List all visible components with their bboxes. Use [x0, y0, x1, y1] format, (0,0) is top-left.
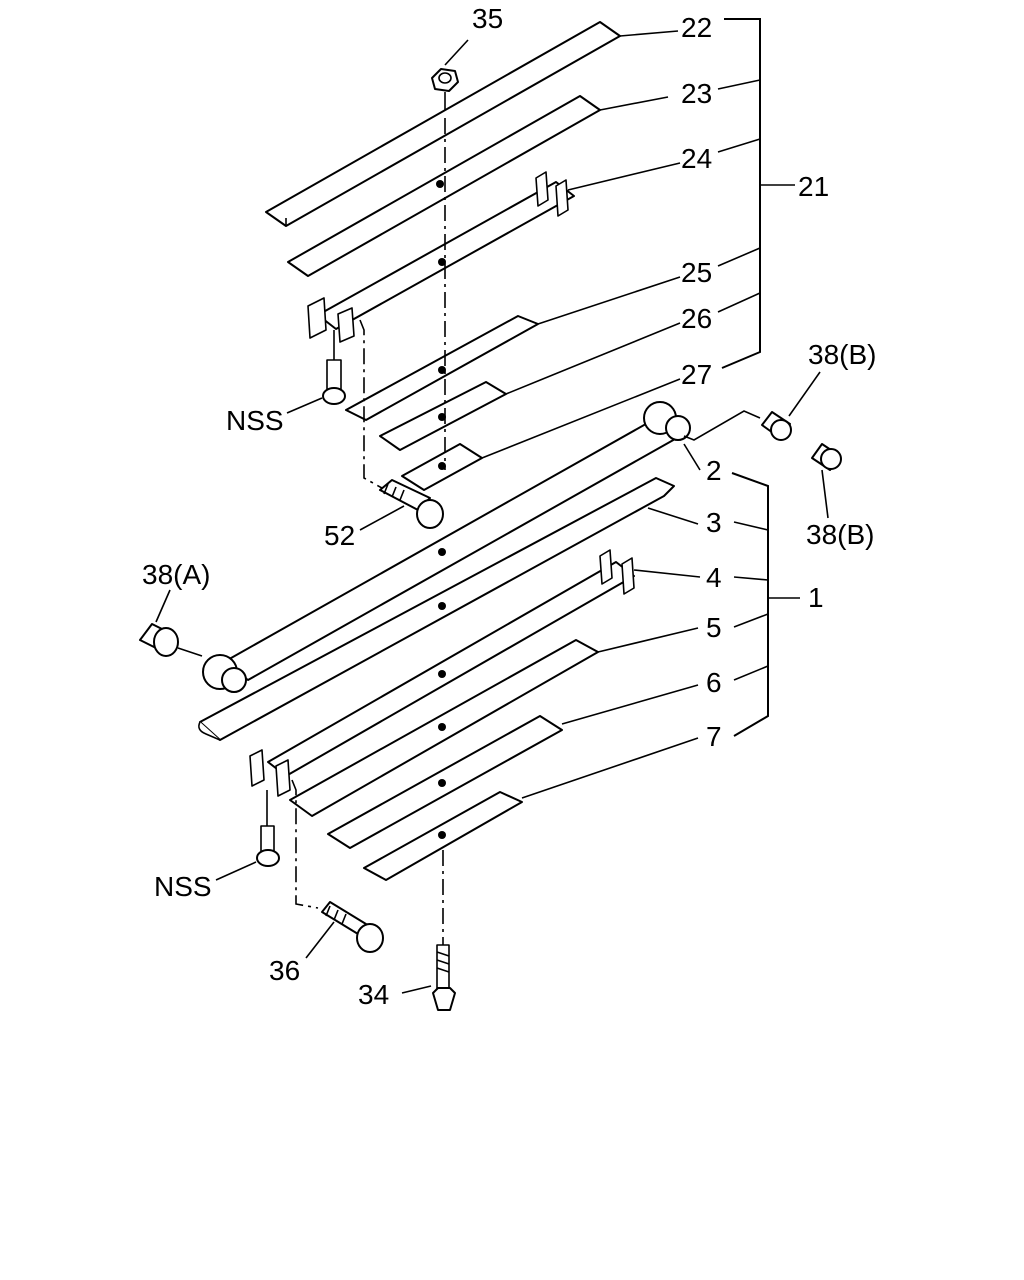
pin-nss-lower [215, 790, 280, 881]
leaf-5 [289, 627, 699, 817]
callout-38b-top: 38(B) [808, 339, 876, 370]
callout-nss-lower: NSS [154, 871, 212, 902]
bolt-36 [291, 779, 384, 959]
leaf-25 [345, 276, 681, 421]
leaf-24 [307, 162, 681, 343]
callout-7: 7 [706, 721, 722, 752]
callout-38b-bottom: 38(B) [806, 519, 874, 550]
callout-26: 26 [681, 303, 712, 334]
bolt-52 [359, 319, 444, 531]
callout-25: 25 [681, 257, 712, 288]
callout-5: 5 [706, 612, 722, 643]
callout-1: 1 [808, 582, 824, 613]
leaf-3 [198, 477, 699, 741]
callout-6: 6 [706, 667, 722, 698]
bushing-38a [139, 589, 203, 657]
leaf-6 [327, 684, 699, 849]
bracket-21 [717, 18, 795, 369]
nut-35 [431, 39, 469, 118]
callout-4: 4 [706, 562, 722, 593]
callout-38a: 38(A) [142, 559, 210, 590]
callout-3: 3 [706, 507, 722, 538]
bushing-38b-bottom [811, 443, 842, 519]
callout-24: 24 [681, 143, 712, 174]
leaf-22 [265, 21, 679, 227]
leaf-4 [249, 549, 701, 797]
callout-2: 2 [706, 455, 722, 486]
callout-23: 23 [681, 78, 712, 109]
bracket-1 [731, 472, 800, 737]
leaf-26 [379, 322, 681, 451]
pin-nss-upper [286, 330, 346, 414]
callout-21: 21 [798, 171, 829, 202]
leaf-27 [401, 378, 681, 491]
callout-22: 22 [681, 12, 712, 43]
bolt-34 [401, 944, 456, 1011]
callout-34: 34 [358, 979, 389, 1010]
callout-35: 35 [472, 3, 503, 34]
bushing-38b-top [761, 371, 821, 441]
leaf-23 [287, 95, 669, 277]
callout-27: 27 [681, 359, 712, 390]
leaf-7 [363, 737, 699, 881]
callout-nss-upper: NSS [226, 405, 284, 436]
leaf-2 [202, 401, 761, 693]
callout-52: 52 [324, 520, 355, 551]
callout-36: 36 [269, 955, 300, 986]
